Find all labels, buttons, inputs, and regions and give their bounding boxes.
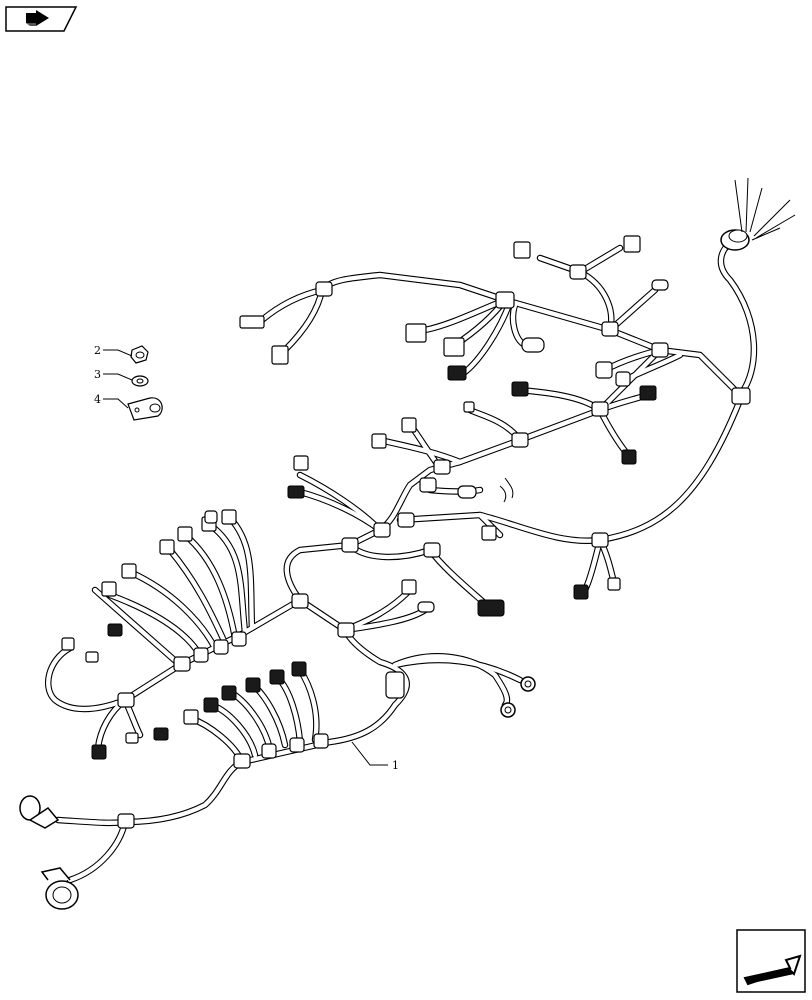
prev-page-arrow-icon[interactable] — [5, 6, 78, 32]
callout-number-4: 4 — [94, 393, 101, 406]
clamp — [127, 397, 163, 421]
junction-sleeves — [117, 264, 751, 829]
connectors — [61, 235, 669, 760]
next-page-arrow-icon[interactable] — [736, 929, 806, 993]
callout-number-1: 1 — [392, 759, 399, 772]
callout-leaders — [103, 349, 388, 766]
grommet — [720, 177, 796, 251]
round-connectors — [19, 795, 79, 910]
callout-number-2: 2 — [94, 344, 101, 357]
ring-terminals — [500, 676, 536, 718]
washer — [131, 375, 149, 387]
callout-number-3: 3 — [94, 368, 101, 381]
wiring-harness — [19, 177, 796, 910]
nut — [130, 345, 149, 364]
